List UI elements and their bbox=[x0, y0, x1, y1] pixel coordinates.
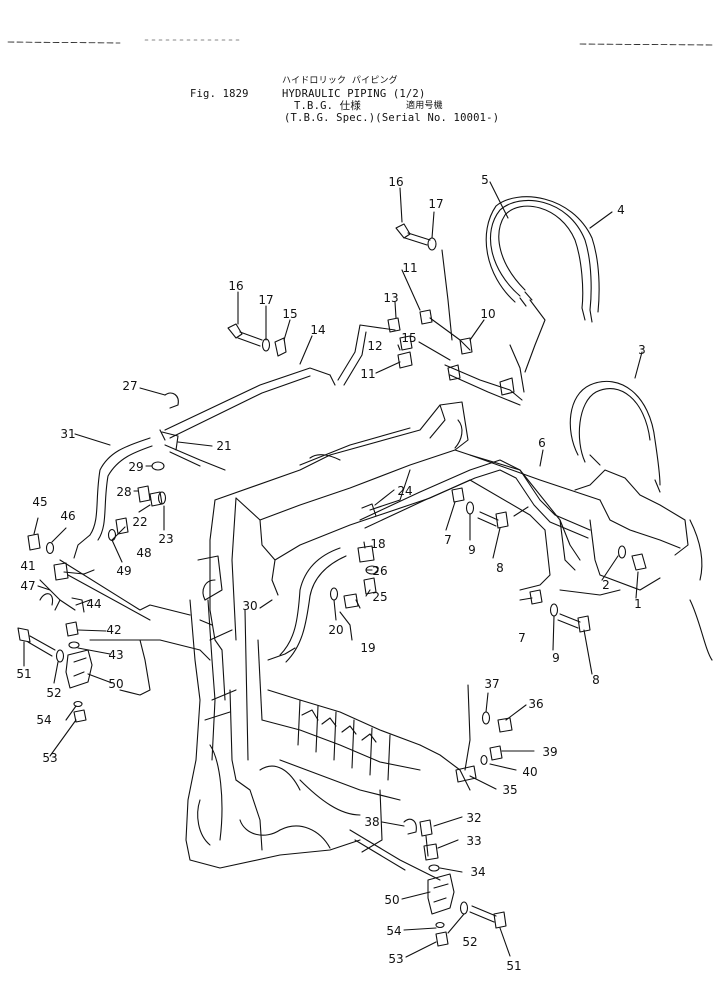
callout-29: 29 bbox=[128, 460, 143, 474]
title-japanese: ハイドロリック パイピング bbox=[282, 76, 398, 86]
callout-3: 3 bbox=[638, 343, 646, 357]
callout-30: 30 bbox=[242, 599, 257, 613]
callout-16-left: 16 bbox=[228, 279, 243, 293]
callout-25: 25 bbox=[372, 590, 387, 604]
callout-19: 19 bbox=[360, 641, 375, 655]
callout-21: 21 bbox=[216, 439, 231, 453]
callout-48: 48 bbox=[136, 546, 151, 560]
callout-17-left: 17 bbox=[258, 293, 273, 307]
callout-33: 33 bbox=[466, 834, 481, 848]
callout-47: 47 bbox=[20, 579, 35, 593]
callout-36: 36 bbox=[528, 697, 543, 711]
callout-43: 43 bbox=[108, 648, 123, 662]
callout-32: 32 bbox=[466, 811, 481, 825]
callout-52-left: 52 bbox=[46, 686, 61, 700]
callout-15-left: 15 bbox=[282, 307, 297, 321]
callout-5: 5 bbox=[481, 173, 489, 187]
callout-46: 46 bbox=[60, 509, 75, 523]
callout-10: 10 bbox=[480, 307, 495, 321]
callout-53-lower: 53 bbox=[388, 952, 403, 966]
callout-9-upper: 9 bbox=[468, 543, 476, 557]
callout-23: 23 bbox=[158, 532, 173, 546]
callout-8-upper: 8 bbox=[496, 561, 504, 575]
spec-japanese: T.B.G. 仕様 bbox=[294, 100, 362, 112]
callout-40: 40 bbox=[522, 765, 537, 779]
callout-18: 18 bbox=[370, 537, 385, 551]
callout-35: 35 bbox=[502, 783, 517, 797]
callout-28: 28 bbox=[116, 485, 131, 499]
callout-7-lower: 7 bbox=[518, 631, 526, 645]
callout-51-lower: 51 bbox=[506, 959, 521, 973]
callout-9-lower: 9 bbox=[552, 651, 560, 665]
callout-4: 4 bbox=[617, 203, 625, 217]
callout-37: 37 bbox=[484, 677, 499, 691]
callout-41: 41 bbox=[20, 559, 35, 573]
callout-39: 39 bbox=[542, 745, 557, 759]
callout-34: 34 bbox=[470, 865, 485, 879]
callout-31: 31 bbox=[60, 427, 75, 441]
callout-15-right: 15 bbox=[401, 331, 416, 345]
callout-12: 12 bbox=[367, 339, 382, 353]
callout-44: 44 bbox=[86, 597, 101, 611]
spec-serial-english: (T.B.G. Spec.)(Serial No. 10001-) bbox=[284, 112, 500, 124]
callout-27: 27 bbox=[122, 379, 137, 393]
callout-54-left: 54 bbox=[36, 713, 51, 727]
callout-20: 20 bbox=[328, 623, 343, 637]
callout-17-upper: 17 bbox=[428, 197, 443, 211]
callout-45: 45 bbox=[32, 495, 47, 509]
callout-42: 42 bbox=[106, 623, 121, 637]
title-block: ハイドロリック パイピング Fig. 1829 HYDRAULIC PIPING… bbox=[190, 74, 499, 186]
callout-49: 49 bbox=[116, 564, 131, 578]
callout-54-lower: 54 bbox=[386, 924, 401, 938]
callout-8-lower: 8 bbox=[592, 673, 600, 687]
callout-11-upper: 11 bbox=[402, 261, 417, 275]
page-title: HYDRAULIC PIPING (1/2) bbox=[282, 88, 426, 100]
callout-38: 38 bbox=[364, 815, 379, 829]
callout-2: 2 bbox=[602, 578, 610, 592]
callout-26: 26 bbox=[372, 564, 387, 578]
callout-50-lower: 50 bbox=[384, 893, 399, 907]
callout-13: 13 bbox=[383, 291, 398, 305]
callout-53-left: 53 bbox=[42, 751, 57, 765]
callout-50-left: 50 bbox=[108, 677, 123, 691]
figure-number: Fig. 1829 bbox=[190, 88, 249, 100]
callout-51-left: 51 bbox=[16, 667, 31, 681]
callout-1: 1 bbox=[634, 597, 642, 611]
callout-6: 6 bbox=[538, 436, 546, 450]
callout-52-lower: 52 bbox=[462, 935, 477, 949]
callout-24: 24 bbox=[397, 484, 412, 498]
callout-11-lower: 11 bbox=[360, 367, 375, 381]
callout-7-upper: 7 bbox=[444, 533, 452, 547]
callout-22: 22 bbox=[132, 515, 147, 529]
serial-japanese: 適用号機 bbox=[406, 101, 443, 111]
callout-16-upper: 16 bbox=[388, 175, 403, 189]
callout-14: 14 bbox=[310, 323, 325, 337]
